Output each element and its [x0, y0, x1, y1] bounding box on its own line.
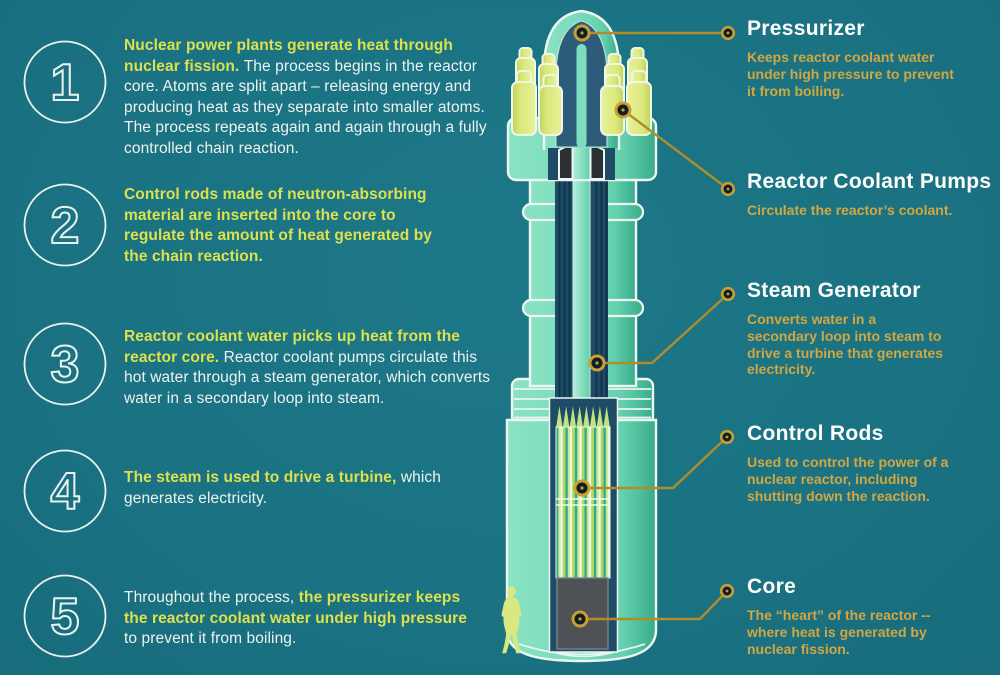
callout-line-control-rods — [582, 436, 728, 490]
step-2-badge: 2 — [23, 183, 107, 267]
step-3-number: 3 — [51, 336, 80, 394]
step-2-number: 2 — [51, 197, 80, 255]
marker-steam-generator-point — [588, 354, 606, 372]
marker-control-rods-label — [719, 429, 735, 445]
step-1-number: 1 — [51, 54, 80, 112]
callout-core-title: Core — [747, 575, 797, 598]
callout-coolant-pumps-description: Circulate the reactor’s coolant. — [747, 202, 953, 218]
callout-pressurizer-description: Keeps reactor coolant water under high p… — [747, 49, 954, 99]
step-4-highlight: The steam is used to drive a turbine, — [124, 469, 401, 486]
coolant-pumps-left — [511, 47, 563, 136]
step-1-body: The process begins in the reactor core. … — [124, 57, 487, 157]
step-5-badge: 5 — [23, 574, 107, 658]
step-3-badge: 3 — [23, 322, 107, 406]
callout-core: Core The “heart” of the reactor -- where… — [747, 574, 962, 657]
step-1-badge: 1 — [23, 40, 107, 124]
step-4-text: The steam is used to drive a turbine, wh… — [124, 468, 444, 509]
callout-steam-generator: Steam Generator Converts water in a seco… — [747, 278, 947, 378]
callout-line-steam-generator — [597, 293, 729, 365]
marker-core-label — [719, 583, 735, 599]
callout-line-coolant-pumps — [622, 109, 729, 190]
step-4-badge: 4 — [23, 449, 107, 533]
control-rods-region — [555, 426, 611, 579]
callout-lines — [580, 31, 729, 621]
callout-core-description: The “heart” of the reactor -- where heat… — [747, 607, 931, 657]
callout-control-rods-title: Control Rods — [747, 422, 884, 445]
pressurizer-pipe — [576, 44, 587, 148]
callout-line-core — [580, 590, 728, 621]
central-pipe — [572, 177, 591, 404]
step-4-number: 4 — [51, 463, 80, 521]
human-scale-figure — [501, 586, 522, 654]
step-3-text: Reactor coolant water picks up heat from… — [124, 327, 496, 409]
marker-control-rods-point — [573, 479, 591, 497]
callout-steam-generator-title: Steam Generator — [747, 279, 921, 302]
coolant-pumps-right — [600, 47, 652, 136]
callout-pressurizer: Pressurizer Keeps reactor coolant water … — [747, 16, 962, 99]
step-5-intro: Throughout the process, — [124, 589, 299, 606]
callout-steam-generator-description: Converts water in a secondary loop into … — [747, 311, 944, 378]
marker-pressurizer-label — [720, 25, 736, 41]
marker-steam-generator-label — [720, 286, 736, 302]
step-5-highlight: the pressurizer keeps the reactor coolan… — [124, 589, 467, 627]
marker-coolant-pumps-point — [614, 101, 632, 119]
step-2-highlight: Control rods made of neutron-absorbing m… — [124, 186, 433, 265]
step-3-body: Reactor coolant pumps circulate this hot… — [124, 348, 491, 407]
step-2-text: Control rods made of neutron-absorbing m… — [124, 185, 439, 267]
marker-pressurizer-point — [573, 24, 591, 42]
callout-coolant-pumps: Reactor Coolant Pumps Circulate the reac… — [747, 169, 991, 219]
marker-coolant-pumps-label — [720, 181, 736, 197]
step-1-highlight: Nuclear power plants generate heat throu… — [124, 37, 453, 75]
step-4-body: which generates electricity. — [124, 469, 441, 507]
step-1-text: Nuclear power plants generate heat throu… — [124, 36, 498, 160]
step-5-text: Throughout the process, the pressurizer … — [124, 588, 472, 650]
step-5-body: to prevent it from boiling. — [124, 630, 297, 648]
callout-markers — [571, 24, 736, 628]
callout-control-rods-description: Used to control the power of a nuclear r… — [747, 454, 949, 504]
callout-control-rods: Control Rods Used to control the power o… — [747, 421, 962, 504]
control-rod-tips — [556, 406, 610, 428]
callout-coolant-pumps-title: Reactor Coolant Pumps — [747, 170, 992, 193]
step-3-highlight: Reactor coolant water picks up heat from… — [124, 328, 460, 366]
callout-pressurizer-title: Pressurizer — [747, 17, 865, 40]
step-5-number: 5 — [51, 588, 80, 646]
lower-cutaway — [548, 397, 619, 658]
marker-core-point — [571, 610, 589, 628]
